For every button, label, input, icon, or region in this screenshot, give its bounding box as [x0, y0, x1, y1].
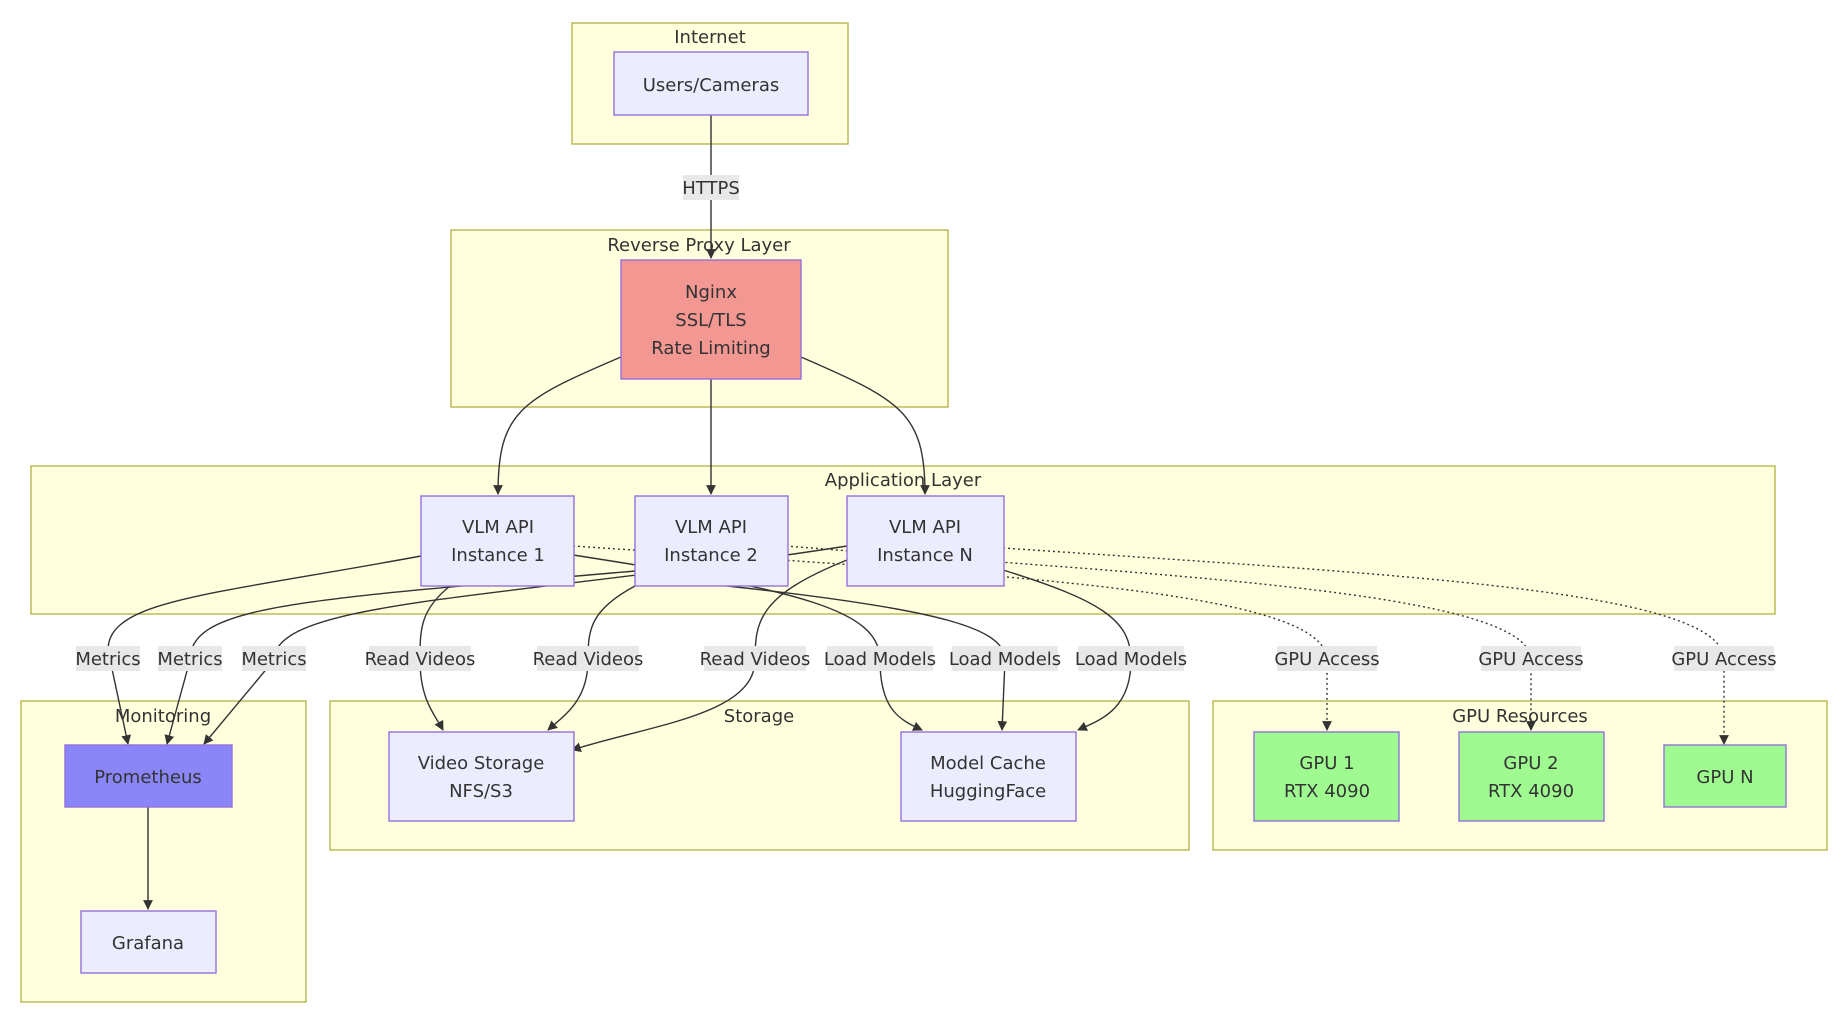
edge-label-load-models-3: Load Models — [1075, 646, 1187, 671]
svg-text:Users/Cameras: Users/Cameras — [643, 75, 780, 96]
edge-label-gpu-access-3: GPU Access — [1671, 646, 1777, 671]
svg-text:RTX 4090: RTX 4090 — [1284, 781, 1370, 802]
svg-text:HTTPS: HTTPS — [682, 178, 740, 199]
svg-text:RTX 4090: RTX 4090 — [1488, 781, 1574, 802]
cluster-monitoring-title: Monitoring — [115, 706, 211, 727]
edge-label-metrics-2: Metrics — [157, 646, 223, 671]
svg-text:GPU 1: GPU 1 — [1299, 753, 1354, 774]
svg-text:NFS/S3: NFS/S3 — [449, 781, 513, 802]
svg-text:Grafana: Grafana — [112, 933, 184, 954]
edge-label-https: HTTPS — [682, 175, 740, 200]
svg-text:Read Videos: Read Videos — [365, 649, 476, 670]
edge-vlm1-gpu1 — [572, 545, 1332, 731]
svg-text:Read Videos: Read Videos — [700, 649, 811, 670]
svg-text:VLM API: VLM API — [462, 517, 534, 538]
edge-label-gpu-access-2: GPU Access — [1478, 646, 1584, 671]
cluster-application-title: Application Layer — [825, 470, 982, 491]
svg-text:Metrics: Metrics — [75, 649, 140, 670]
node-vlm-api-instance-n[interactable]: VLM API Instance N — [846, 495, 1005, 587]
svg-text:Video Storage: Video Storage — [418, 753, 545, 774]
svg-text:GPU Access: GPU Access — [1478, 649, 1583, 670]
edge-vlm1-prometheus — [107, 555, 422, 745]
svg-text:HuggingFace: HuggingFace — [930, 781, 1046, 802]
svg-text:Load Models: Load Models — [1075, 649, 1187, 670]
svg-text:Rate Limiting: Rate Limiting — [651, 338, 770, 359]
edge-label-load-models-2: Load Models — [949, 646, 1061, 671]
edge-label-metrics-3: Metrics — [241, 646, 307, 671]
cluster-reverse-proxy-title: Reverse Proxy Layer — [607, 235, 791, 256]
cluster-gpu-resources-title: GPU Resources — [1452, 706, 1588, 727]
edge-label-metrics-1: Metrics — [75, 646, 141, 671]
node-video-storage[interactable]: Video Storage NFS/S3 — [388, 731, 575, 822]
node-model-cache[interactable]: Model Cache HuggingFace — [900, 731, 1077, 822]
node-grafana[interactable]: Grafana — [80, 910, 217, 974]
svg-text:GPU Access: GPU Access — [1274, 649, 1379, 670]
svg-text:Nginx: Nginx — [685, 282, 737, 303]
edge-label-gpu-access-1: GPU Access — [1274, 646, 1380, 671]
cluster-storage-title: Storage — [724, 706, 794, 727]
edge-label-load-models-1: Load Models — [824, 646, 936, 671]
node-gpu-2[interactable]: GPU 2 RTX 4090 — [1458, 731, 1605, 822]
node-gpu-1[interactable]: GPU 1 RTX 4090 — [1253, 731, 1400, 822]
svg-text:Read Videos: Read Videos — [533, 649, 644, 670]
svg-text:Load Models: Load Models — [949, 649, 1061, 670]
svg-text:SSL/TLS: SSL/TLS — [675, 310, 746, 331]
svg-text:GPU Access: GPU Access — [1671, 649, 1776, 670]
edge-label-read-videos-1: Read Videos — [365, 646, 476, 671]
svg-text:GPU 2: GPU 2 — [1503, 753, 1558, 774]
svg-text:VLM API: VLM API — [889, 517, 961, 538]
edge-label-read-videos-3: Read Videos — [700, 646, 811, 671]
node-vlm-api-instance-2[interactable]: VLM API Instance 2 — [634, 495, 789, 587]
edge-nginx-vlm1 — [493, 356, 622, 495]
edge-label-read-videos-2: Read Videos — [533, 646, 644, 671]
node-users-cameras[interactable]: Users/Cameras — [613, 51, 809, 116]
node-gpu-n[interactable]: GPU N — [1663, 744, 1787, 808]
svg-text:Model Cache: Model Cache — [930, 753, 1046, 774]
svg-text:GPU N: GPU N — [1696, 767, 1753, 788]
cluster-internet-title: Internet — [674, 27, 745, 48]
svg-text:VLM API: VLM API — [675, 517, 747, 538]
svg-text:Instance 2: Instance 2 — [664, 545, 758, 566]
node-prometheus[interactable]: Prometheus — [64, 744, 233, 808]
svg-text:Prometheus: Prometheus — [94, 767, 202, 788]
svg-text:Load Models: Load Models — [824, 649, 936, 670]
svg-text:Metrics: Metrics — [157, 649, 222, 670]
svg-text:Instance 1: Instance 1 — [451, 545, 545, 566]
svg-text:Metrics: Metrics — [241, 649, 306, 670]
edge-nginx-vlmn — [800, 356, 930, 495]
edge-vlm2-gpu2 — [785, 545, 1536, 731]
svg-text:Instance N: Instance N — [877, 545, 973, 566]
node-vlm-api-instance-1[interactable]: VLM API Instance 1 — [420, 495, 575, 587]
node-nginx[interactable]: Nginx SSL/TLS Rate Limiting — [620, 259, 802, 380]
